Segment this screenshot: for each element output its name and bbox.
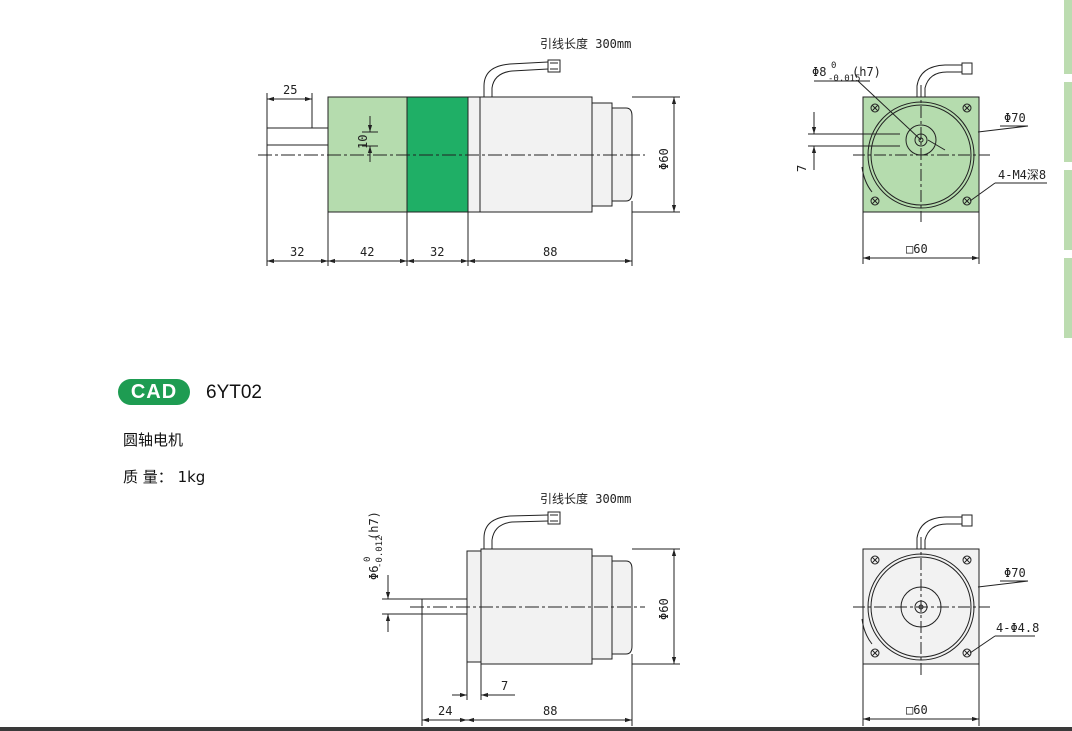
- top-dim-key: 10: [356, 135, 370, 149]
- side-tab-3[interactable]: [1064, 170, 1072, 250]
- weight-row: 质 量： 1kg: [123, 467, 205, 487]
- bottom-side-view: [382, 511, 680, 726]
- bottom-dim-shaft-tol-lower: -0.012: [375, 535, 385, 568]
- weight-label: 质 量：: [123, 468, 173, 486]
- bottom-dim-phi60: Φ60: [657, 598, 671, 620]
- motor-type: 圆轴电机: [123, 431, 184, 449]
- top-dim-phi70: Φ70: [1004, 111, 1026, 125]
- bottom-dim-holes: 4-Φ4.8: [996, 621, 1039, 635]
- bottom-dim-7: 7: [501, 679, 508, 693]
- bottom-dim-square60: □60: [906, 703, 928, 717]
- model-code: 6YT02: [206, 382, 262, 403]
- top-dim-holes: 4-M4深8: [998, 168, 1046, 182]
- top-gearbox-light: [327, 96, 408, 213]
- top-shaft: [266, 127, 329, 146]
- bottom-dim-phi70: Φ70: [1004, 566, 1026, 580]
- top-front-holes: [870, 103, 972, 206]
- top-dim-shaft-dia: Φ8: [812, 65, 826, 79]
- top-dim-42: 42: [360, 245, 374, 259]
- top-front-view-text: Φ8 0 -0.015 (h7) Φ70 7 4-M4深8 □60: [795, 61, 1046, 256]
- top-dim-phi60: Φ60: [657, 148, 671, 170]
- side-tab-1[interactable]: [1064, 0, 1072, 74]
- bottom-dim-shaft-dia: Φ6: [367, 566, 381, 580]
- bottom-bar: [0, 727, 1072, 731]
- bottom-dim-88: 88: [543, 704, 557, 718]
- top-dim-7: 7: [795, 165, 809, 172]
- top-dim-88: 88: [543, 245, 557, 259]
- top-dim-square60: □60: [906, 242, 928, 256]
- bottom-front-holes: [870, 555, 972, 658]
- top-side-view: [258, 59, 680, 266]
- side-tab-2[interactable]: [1064, 82, 1072, 162]
- top-dim-shaft-tol-upper: 0: [831, 61, 836, 71]
- bottom-dim-shaft-fit: (h7): [367, 511, 381, 540]
- top-dim-shaft-fit: (h7): [852, 65, 881, 79]
- top-lead-length-label: 引线长度 300mm: [540, 36, 631, 51]
- top-side-view-text: 引线长度 300mm 25 10 32 42 32 88 Φ60: [283, 36, 671, 259]
- bottom-lead-length-label: 引线长度 300mm: [540, 491, 631, 506]
- top-dim-shaft-tol-lower: -0.015: [828, 74, 861, 84]
- top-front-view: [808, 62, 1047, 264]
- top-dim-32b: 32: [430, 245, 444, 259]
- side-tab-4[interactable]: [1064, 258, 1072, 338]
- bottom-dim-shaft-tol-upper: 0: [363, 557, 373, 562]
- top-dim-shaft-length: 25: [283, 83, 297, 97]
- weight-value: 1kg: [177, 468, 206, 486]
- bottom-side-view-text: 引线长度 300mm Φ6 0 -0.012 (h7) Φ60 7 24 88: [363, 491, 671, 718]
- bottom-front-view-text: Φ70 4-Φ4.8 □60: [906, 566, 1039, 717]
- bottom-front-view: [853, 514, 1035, 726]
- top-dim-32a: 32: [290, 245, 304, 259]
- bottom-dim-24: 24: [438, 704, 452, 718]
- cad-badge: CAD: [118, 379, 190, 405]
